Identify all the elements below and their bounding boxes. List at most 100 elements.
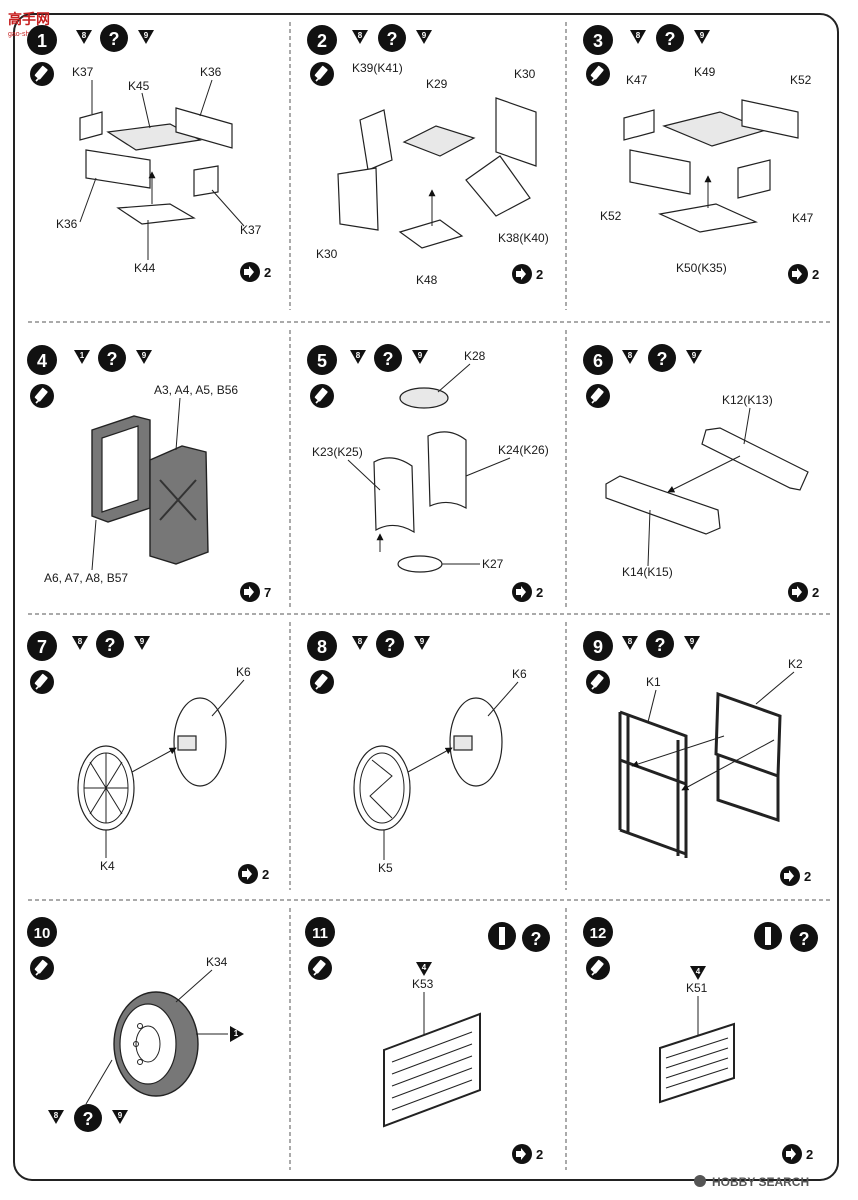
part-label: K48 bbox=[416, 273, 438, 287]
part-label: K6 bbox=[236, 665, 251, 679]
part-k37-left bbox=[79, 111, 103, 141]
part-label: K39(K41) bbox=[352, 61, 403, 75]
glue-icon bbox=[309, 383, 335, 409]
svg-text:5: 5 bbox=[317, 351, 327, 371]
part-k29 bbox=[402, 125, 476, 157]
do-not-glue-icon bbox=[754, 922, 782, 950]
svg-text:9: 9 bbox=[420, 637, 425, 646]
question-icon: ? bbox=[648, 344, 676, 372]
svg-text:8: 8 bbox=[636, 31, 641, 40]
step-number-badge: 3 bbox=[583, 25, 613, 55]
svg-text:8: 8 bbox=[356, 351, 361, 360]
svg-text:8: 8 bbox=[54, 1111, 59, 1120]
part-k37-right bbox=[193, 165, 219, 197]
step-10: 10 K34 1 8 ? 9 bbox=[27, 917, 244, 1132]
paint-triangle-icon: 8 bbox=[48, 1110, 64, 1124]
part-label: K29 bbox=[426, 77, 448, 91]
part-label: K14(K15) bbox=[622, 565, 673, 579]
part-label: K49 bbox=[694, 65, 716, 79]
step-12: 12 ? 4 K51 2 bbox=[583, 917, 818, 1164]
do-not-glue-icon bbox=[488, 922, 516, 950]
repeat-count: 2 bbox=[812, 267, 819, 282]
part-label: K30 bbox=[514, 67, 536, 81]
site-name: HOBBY SEARCH bbox=[712, 1175, 809, 1189]
paint-triangle-icon: 1 bbox=[230, 1026, 244, 1042]
step-number-badge: 9 bbox=[583, 631, 613, 661]
svg-text:9: 9 bbox=[118, 1111, 123, 1120]
paint-triangle-icon: 8 bbox=[352, 30, 368, 44]
svg-text:9: 9 bbox=[422, 31, 427, 40]
step-number-badge: 8 bbox=[307, 631, 337, 661]
svg-text:2: 2 bbox=[317, 31, 327, 51]
svg-text:1: 1 bbox=[80, 351, 85, 360]
step-3: 3 8 ? 9 K47 K49 K52 K52 K47 K50(K35) 2 bbox=[583, 24, 819, 284]
svg-text:9: 9 bbox=[144, 31, 149, 40]
grid-dividers bbox=[28, 22, 830, 1170]
part-k5 bbox=[353, 745, 411, 831]
part-k50 bbox=[657, 203, 759, 233]
svg-text:?: ? bbox=[105, 635, 116, 655]
part-k12 bbox=[701, 427, 809, 491]
svg-text:7: 7 bbox=[37, 637, 47, 657]
svg-text:9: 9 bbox=[418, 351, 423, 360]
paint-triangle-icon: 9 bbox=[694, 30, 710, 44]
step-number-badge: 6 bbox=[583, 345, 613, 375]
watermark-logo: 高手网 bbox=[8, 11, 50, 27]
part-label: K27 bbox=[482, 557, 504, 571]
part-label: K2 bbox=[788, 657, 803, 671]
part-k36-right bbox=[175, 107, 233, 149]
repeat-count: 2 bbox=[806, 1147, 813, 1162]
paint-triangle-icon: 9 bbox=[412, 350, 428, 364]
part-label: K28 bbox=[464, 349, 486, 363]
part-label: K30 bbox=[316, 247, 338, 261]
svg-text:4: 4 bbox=[696, 967, 701, 976]
glue-icon bbox=[29, 669, 55, 695]
part-k52-right bbox=[741, 99, 799, 139]
glue-icon bbox=[29, 383, 55, 409]
part-label: K1 bbox=[646, 675, 661, 689]
svg-text:?: ? bbox=[657, 349, 668, 369]
repeat-icon bbox=[788, 264, 808, 284]
svg-text:?: ? bbox=[107, 349, 118, 369]
step-7: 7 8 ? 9 K6 K4 2 bbox=[27, 630, 269, 884]
paint-triangle-icon: 9 bbox=[416, 30, 432, 44]
part-k28 bbox=[399, 387, 449, 409]
step-number-badge: 5 bbox=[307, 345, 337, 375]
part-label: K37 bbox=[240, 223, 262, 237]
svg-text:6: 6 bbox=[593, 351, 603, 371]
question-icon: ? bbox=[100, 24, 128, 52]
question-icon: ? bbox=[378, 24, 406, 52]
sheet-border bbox=[13, 13, 839, 1181]
svg-text:8: 8 bbox=[317, 637, 327, 657]
part-label: K47 bbox=[626, 73, 648, 87]
svg-text:8: 8 bbox=[358, 31, 363, 40]
glue-icon bbox=[585, 669, 611, 695]
repeat-icon bbox=[240, 262, 260, 282]
part-label: K38(K40) bbox=[498, 231, 549, 245]
svg-text:1: 1 bbox=[37, 31, 47, 51]
svg-text:?: ? bbox=[665, 29, 676, 49]
site-badge: HOBBY SEARCH bbox=[694, 1175, 809, 1189]
question-icon: ? bbox=[74, 1104, 102, 1132]
part-label: A3, A4, A5, B56 bbox=[154, 383, 238, 397]
step-number-badge: 7 bbox=[27, 631, 57, 661]
part-k6 bbox=[173, 697, 227, 787]
paint-triangle-icon: 8 bbox=[72, 636, 88, 650]
step-9: 9 8 ? 9 K1 K2 2 bbox=[583, 630, 811, 886]
repeat-icon bbox=[512, 1144, 532, 1164]
part-k44 bbox=[116, 203, 196, 225]
glue-icon bbox=[585, 955, 611, 981]
part-label: K45 bbox=[128, 79, 150, 93]
part-k53 bbox=[383, 1012, 481, 1128]
step-4: 4 1 ? 9 A3, A4, A5, B56 A6, A7, A8, B57 … bbox=[27, 344, 271, 602]
glue-icon bbox=[585, 61, 611, 87]
part-k1 bbox=[618, 710, 688, 858]
question-icon: ? bbox=[790, 924, 818, 952]
svg-text:4: 4 bbox=[422, 963, 427, 972]
part-k47-right bbox=[737, 159, 771, 199]
svg-text:9: 9 bbox=[140, 637, 145, 646]
repeat-icon bbox=[240, 582, 260, 602]
part-label: K52 bbox=[600, 209, 622, 223]
glue-icon bbox=[309, 669, 335, 695]
